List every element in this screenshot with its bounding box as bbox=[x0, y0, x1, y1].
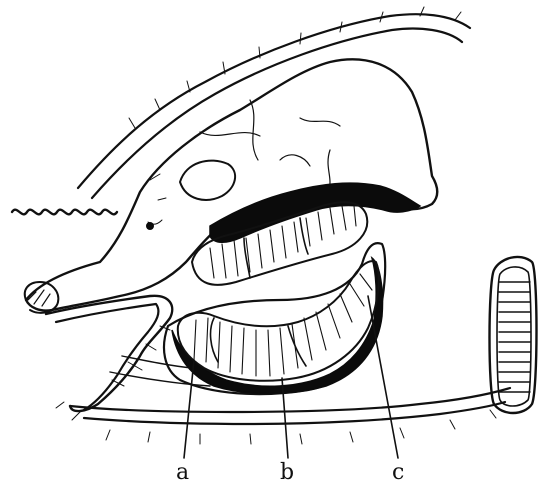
hair-strokes bbox=[129, 7, 461, 128]
wavy-suture bbox=[12, 210, 117, 215]
callout-label-a: a bbox=[176, 462, 189, 484]
tooth-ridges bbox=[499, 282, 530, 392]
callout-line-c bbox=[368, 296, 398, 458]
callout-label-c: c bbox=[392, 462, 404, 484]
callout-label-b: b bbox=[280, 462, 294, 484]
isolated-tooth bbox=[490, 257, 537, 413]
lower-jaw bbox=[46, 243, 510, 444]
skin-outline bbox=[78, 7, 470, 198]
foramen-dot bbox=[147, 223, 154, 230]
callout-line-a bbox=[184, 360, 194, 458]
